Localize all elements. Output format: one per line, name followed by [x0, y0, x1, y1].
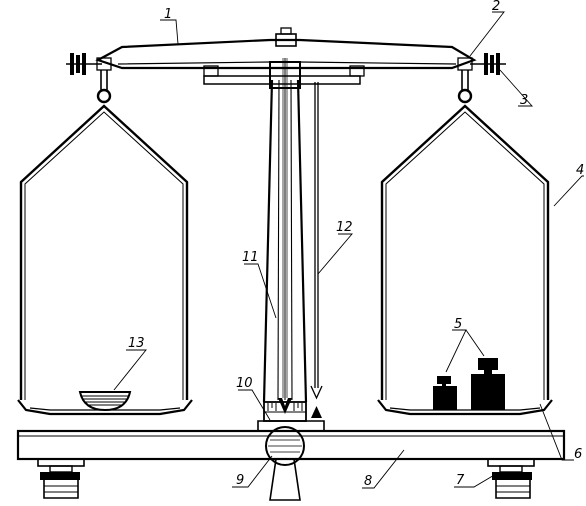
- callout-label-pointer: 12: [336, 220, 353, 235]
- right-balance-nut: [470, 53, 506, 75]
- right-levelling-foot: [487, 458, 535, 499]
- beam-support: [203, 27, 365, 89]
- callout-labels: 1 2 3 4 5 6 7 8 9 10 11 12 13: [128, 0, 584, 489]
- callout-label-scale: 10: [236, 376, 253, 391]
- callout-label-column: 11: [242, 250, 259, 265]
- right-pan: [377, 399, 553, 416]
- leader-lines: [113, 11, 584, 489]
- large-weight: [471, 358, 505, 410]
- callout-label-base: 8: [364, 474, 372, 489]
- callout-label-balance-nut: 3: [520, 93, 528, 108]
- left-hook: [96, 57, 112, 104]
- base-pedestal: [257, 420, 325, 431]
- callout-label-levelling-foot: 7: [456, 473, 465, 488]
- scale-index-mark: [278, 398, 292, 414]
- callout-label-arrestor-knob: 9: [236, 473, 244, 488]
- callout-label-weights: 5: [454, 317, 462, 332]
- callout-label-beam: 1: [164, 7, 172, 22]
- left-levelling-foot: [37, 458, 85, 499]
- callout-label-beam-end-knife: 2: [492, 0, 500, 14]
- base-plate: [16, 429, 566, 461]
- beam: [95, 38, 477, 70]
- base-assembly: [16, 420, 566, 501]
- left-balance-nut: [66, 53, 102, 75]
- weighed-object-bowl: [78, 391, 132, 412]
- left-pan-hanger: [19, 104, 189, 400]
- pointer-scale: [263, 398, 307, 422]
- small-weight: [433, 376, 457, 410]
- pointer: [310, 82, 323, 418]
- column: [262, 58, 308, 403]
- center-post: [269, 458, 301, 501]
- beam-inner-edge: [117, 61, 457, 65]
- callout-label-right-pan: 6: [574, 447, 582, 462]
- arrestor-knob: [265, 426, 305, 466]
- right-hook: [457, 57, 473, 104]
- callout-label-weighed-object: 13: [128, 336, 145, 351]
- right-pan-hanger: [380, 104, 550, 400]
- left-pan: [17, 399, 193, 416]
- callout-label-pan-hanger: 4: [576, 163, 584, 178]
